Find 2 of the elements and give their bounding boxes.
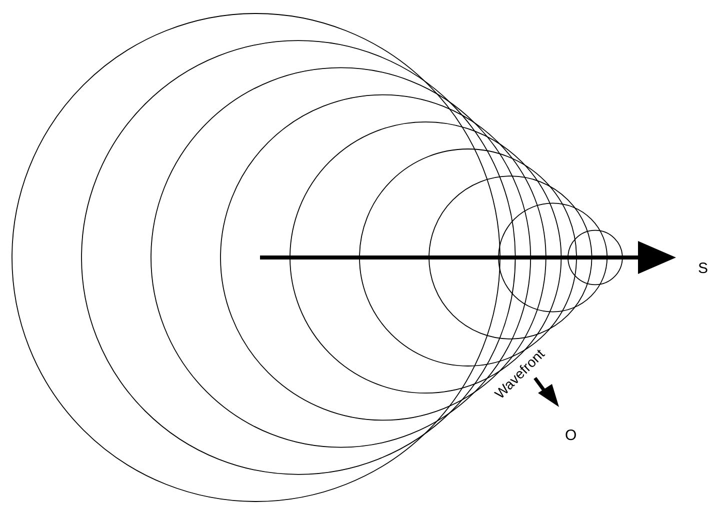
point-label: S bbox=[698, 261, 708, 276]
point-label: O bbox=[565, 428, 577, 443]
